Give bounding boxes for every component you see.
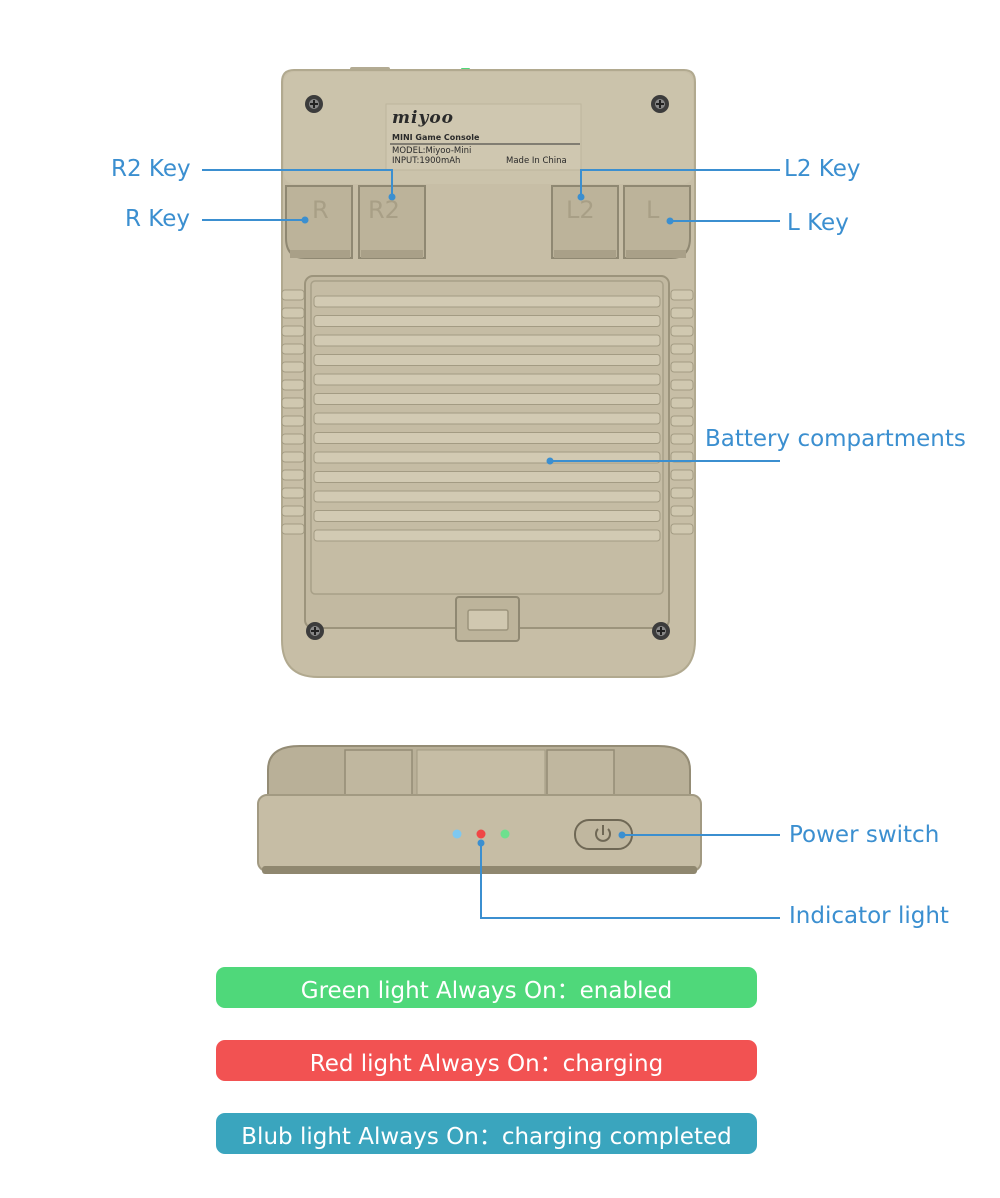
left-grip-ridges <box>281 289 305 535</box>
label-product: MINI Game Console <box>392 133 480 142</box>
status-banner-red: Red light Always On：charging <box>216 1040 757 1081</box>
right-grip-ridges <box>670 289 694 535</box>
red-indicator-led <box>476 829 486 839</box>
power-icon <box>595 825 611 842</box>
r2-button-mark: R2 <box>368 196 400 224</box>
console-back-view <box>281 67 696 678</box>
callout-battery: Battery compartments <box>705 426 966 452</box>
console-top-view <box>257 745 702 874</box>
brand-logo: miyoo <box>392 108 455 128</box>
blue-indicator-led <box>452 829 462 839</box>
screw-icon <box>306 622 324 640</box>
label-model: MODEL:Miyoo-Mini <box>392 146 472 156</box>
l-shoulder-button <box>623 185 691 259</box>
callout-lines <box>202 169 780 919</box>
screw-icon <box>652 622 670 640</box>
callout-l-key: L Key <box>787 210 849 236</box>
callout-r2-key: R2 Key <box>111 156 191 182</box>
callout-r-key: R Key <box>125 206 190 232</box>
l2-button-mark: L2 <box>566 196 595 224</box>
battery-cover <box>304 275 670 642</box>
callout-indicator-light: Indicator light <box>789 903 949 929</box>
callout-l2-key: L2 Key <box>784 156 861 182</box>
callout-power-switch: Power switch <box>789 822 940 848</box>
screw-icon <box>651 95 669 113</box>
r-shoulder-button <box>285 185 353 259</box>
r-button-mark: R <box>312 196 329 224</box>
label-input: INPUT:1900mAh <box>392 156 461 166</box>
l-button-mark: L <box>646 196 660 224</box>
status-banner-green: Green light Always On：enabled <box>216 967 757 1008</box>
l2-shoulder-button <box>551 185 619 259</box>
label-origin: Made In China <box>506 156 567 166</box>
screw-icon <box>305 95 323 113</box>
green-indicator-led <box>500 829 510 839</box>
status-banner-blue: Blub light Always On：charging completed <box>216 1113 757 1154</box>
